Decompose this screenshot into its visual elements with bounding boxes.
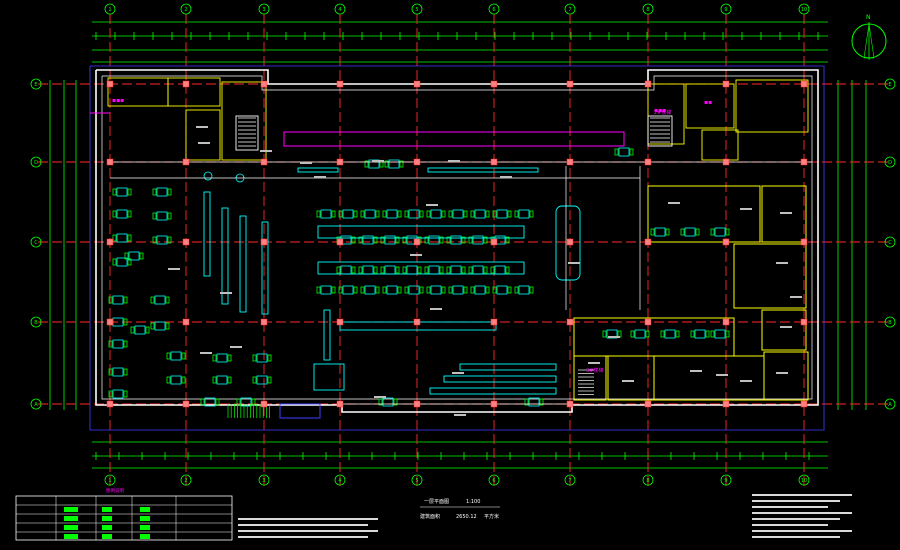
general-notes [238, 494, 852, 538]
grid-label-top: 5 [415, 7, 418, 13]
site-outline [89, 65, 825, 431]
grid-label-side: E [34, 82, 37, 88]
legend-tag: 图例说明 [106, 487, 124, 494]
grid-label-top: 1 [108, 478, 111, 484]
grid-label-top: 3 [262, 7, 265, 13]
top-dimension-lines [92, 21, 828, 63]
north-arrow: N [851, 14, 887, 60]
corridor-lines [90, 112, 625, 147]
room-tag-1: ▪▪▪ [112, 97, 124, 104]
north-label: N [866, 14, 871, 21]
grid-label-side: A [888, 402, 892, 408]
room-labels [168, 126, 802, 416]
grid-label-top: 4 [338, 478, 341, 484]
grid-label-side: B [888, 320, 892, 326]
stair-label: 2#楼梯 [654, 109, 671, 116]
grid-label-top: 2 [184, 7, 187, 13]
grid-label-side: A [34, 402, 38, 408]
grid-label-top: 7 [568, 478, 571, 484]
grid-label-top: 3 [262, 478, 265, 484]
grid-label-side: D [888, 160, 892, 166]
grid-label-top: 10 [801, 7, 807, 13]
side-dimension-lines [49, 80, 867, 410]
title-scale: 1:100 [466, 499, 480, 505]
title-unit: 平方米 [484, 513, 499, 520]
counters [203, 167, 581, 395]
room-tag-3: ▪▪ [704, 99, 712, 106]
grid-label-side: E [888, 82, 891, 88]
grid-label-top: 8 [646, 7, 649, 13]
interior-walls [110, 161, 812, 405]
bottom-dimension-lines [92, 441, 828, 469]
grid-label-top: 8 [646, 478, 649, 484]
grid-label-top: 6 [492, 478, 495, 484]
right-office-rooms [573, 185, 809, 401]
legend-table: 图例说明 [15, 487, 233, 541]
title-main: 一层平面图 [424, 499, 449, 505]
grid-label-top: 1 [108, 7, 111, 13]
furniture-layout [108, 147, 730, 407]
grid-label-top: 5 [415, 478, 418, 484]
grid-label-top: 7 [568, 7, 571, 13]
top-left-rooms [107, 77, 267, 161]
title-area: 2650.12 [456, 514, 477, 520]
stair-treads [227, 117, 670, 418]
grid-label-top: 9 [724, 478, 727, 484]
stair-label-2: 3#楼梯 [586, 367, 603, 374]
grid-label-top: 9 [724, 7, 727, 13]
grid-label-top: 4 [338, 7, 341, 13]
drawing-title: 一层平面图 1:100 建筑面积 2650.12 平方米 [420, 499, 500, 520]
entrance-mat [279, 403, 321, 419]
grid-label-top: 6 [492, 7, 495, 13]
grid-label-side: C [34, 240, 38, 246]
structural-columns [106, 80, 808, 408]
grid-label-side: D [34, 160, 38, 166]
room-tag-2: ▪▪▪ [654, 107, 666, 114]
title-sub: 建筑面积 [420, 513, 440, 520]
grid-label-side: C [888, 240, 892, 246]
grid-label-side: B [34, 320, 38, 326]
grid-label-top: 2 [184, 478, 187, 484]
magenta-tags: ▪▪▪ ▪▪▪ ▪▪ [112, 97, 712, 114]
grid-label-top: 10 [801, 478, 807, 484]
